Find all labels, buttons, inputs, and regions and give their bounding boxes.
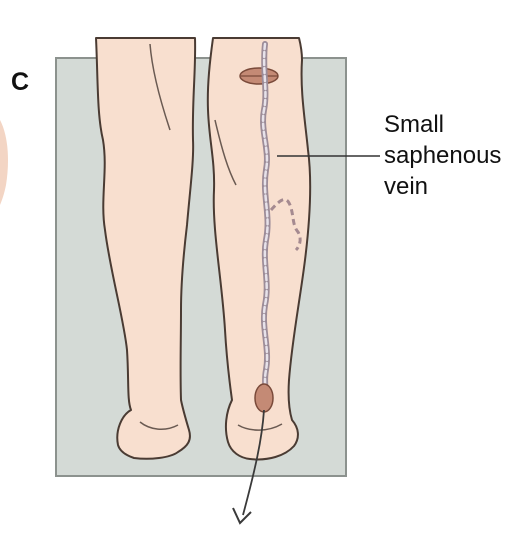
stripper-cord — [242, 409, 265, 516]
left-leg — [95, 37, 197, 460]
vein-tributary — [269, 198, 302, 252]
right-leg — [206, 37, 312, 461]
right-leg-contour — [214, 119, 237, 186]
small-saphenous-vein-lumen — [261, 42, 269, 407]
panel-letter: C — [11, 68, 30, 96]
adjacent-panel-fragment — [0, 120, 8, 205]
arrow-head-icon — [232, 507, 252, 525]
lower-incision — [254, 383, 274, 413]
callout-line-3: vein — [384, 173, 429, 200]
left-leg-contour — [149, 43, 171, 131]
callout-line-1: Small — [384, 111, 445, 138]
left-heel-contour — [139, 421, 179, 430]
callout-line-2: saphenous — [384, 142, 502, 169]
callout-label: Small saphenous vein — [384, 109, 524, 202]
right-heel-contour — [237, 423, 283, 431]
